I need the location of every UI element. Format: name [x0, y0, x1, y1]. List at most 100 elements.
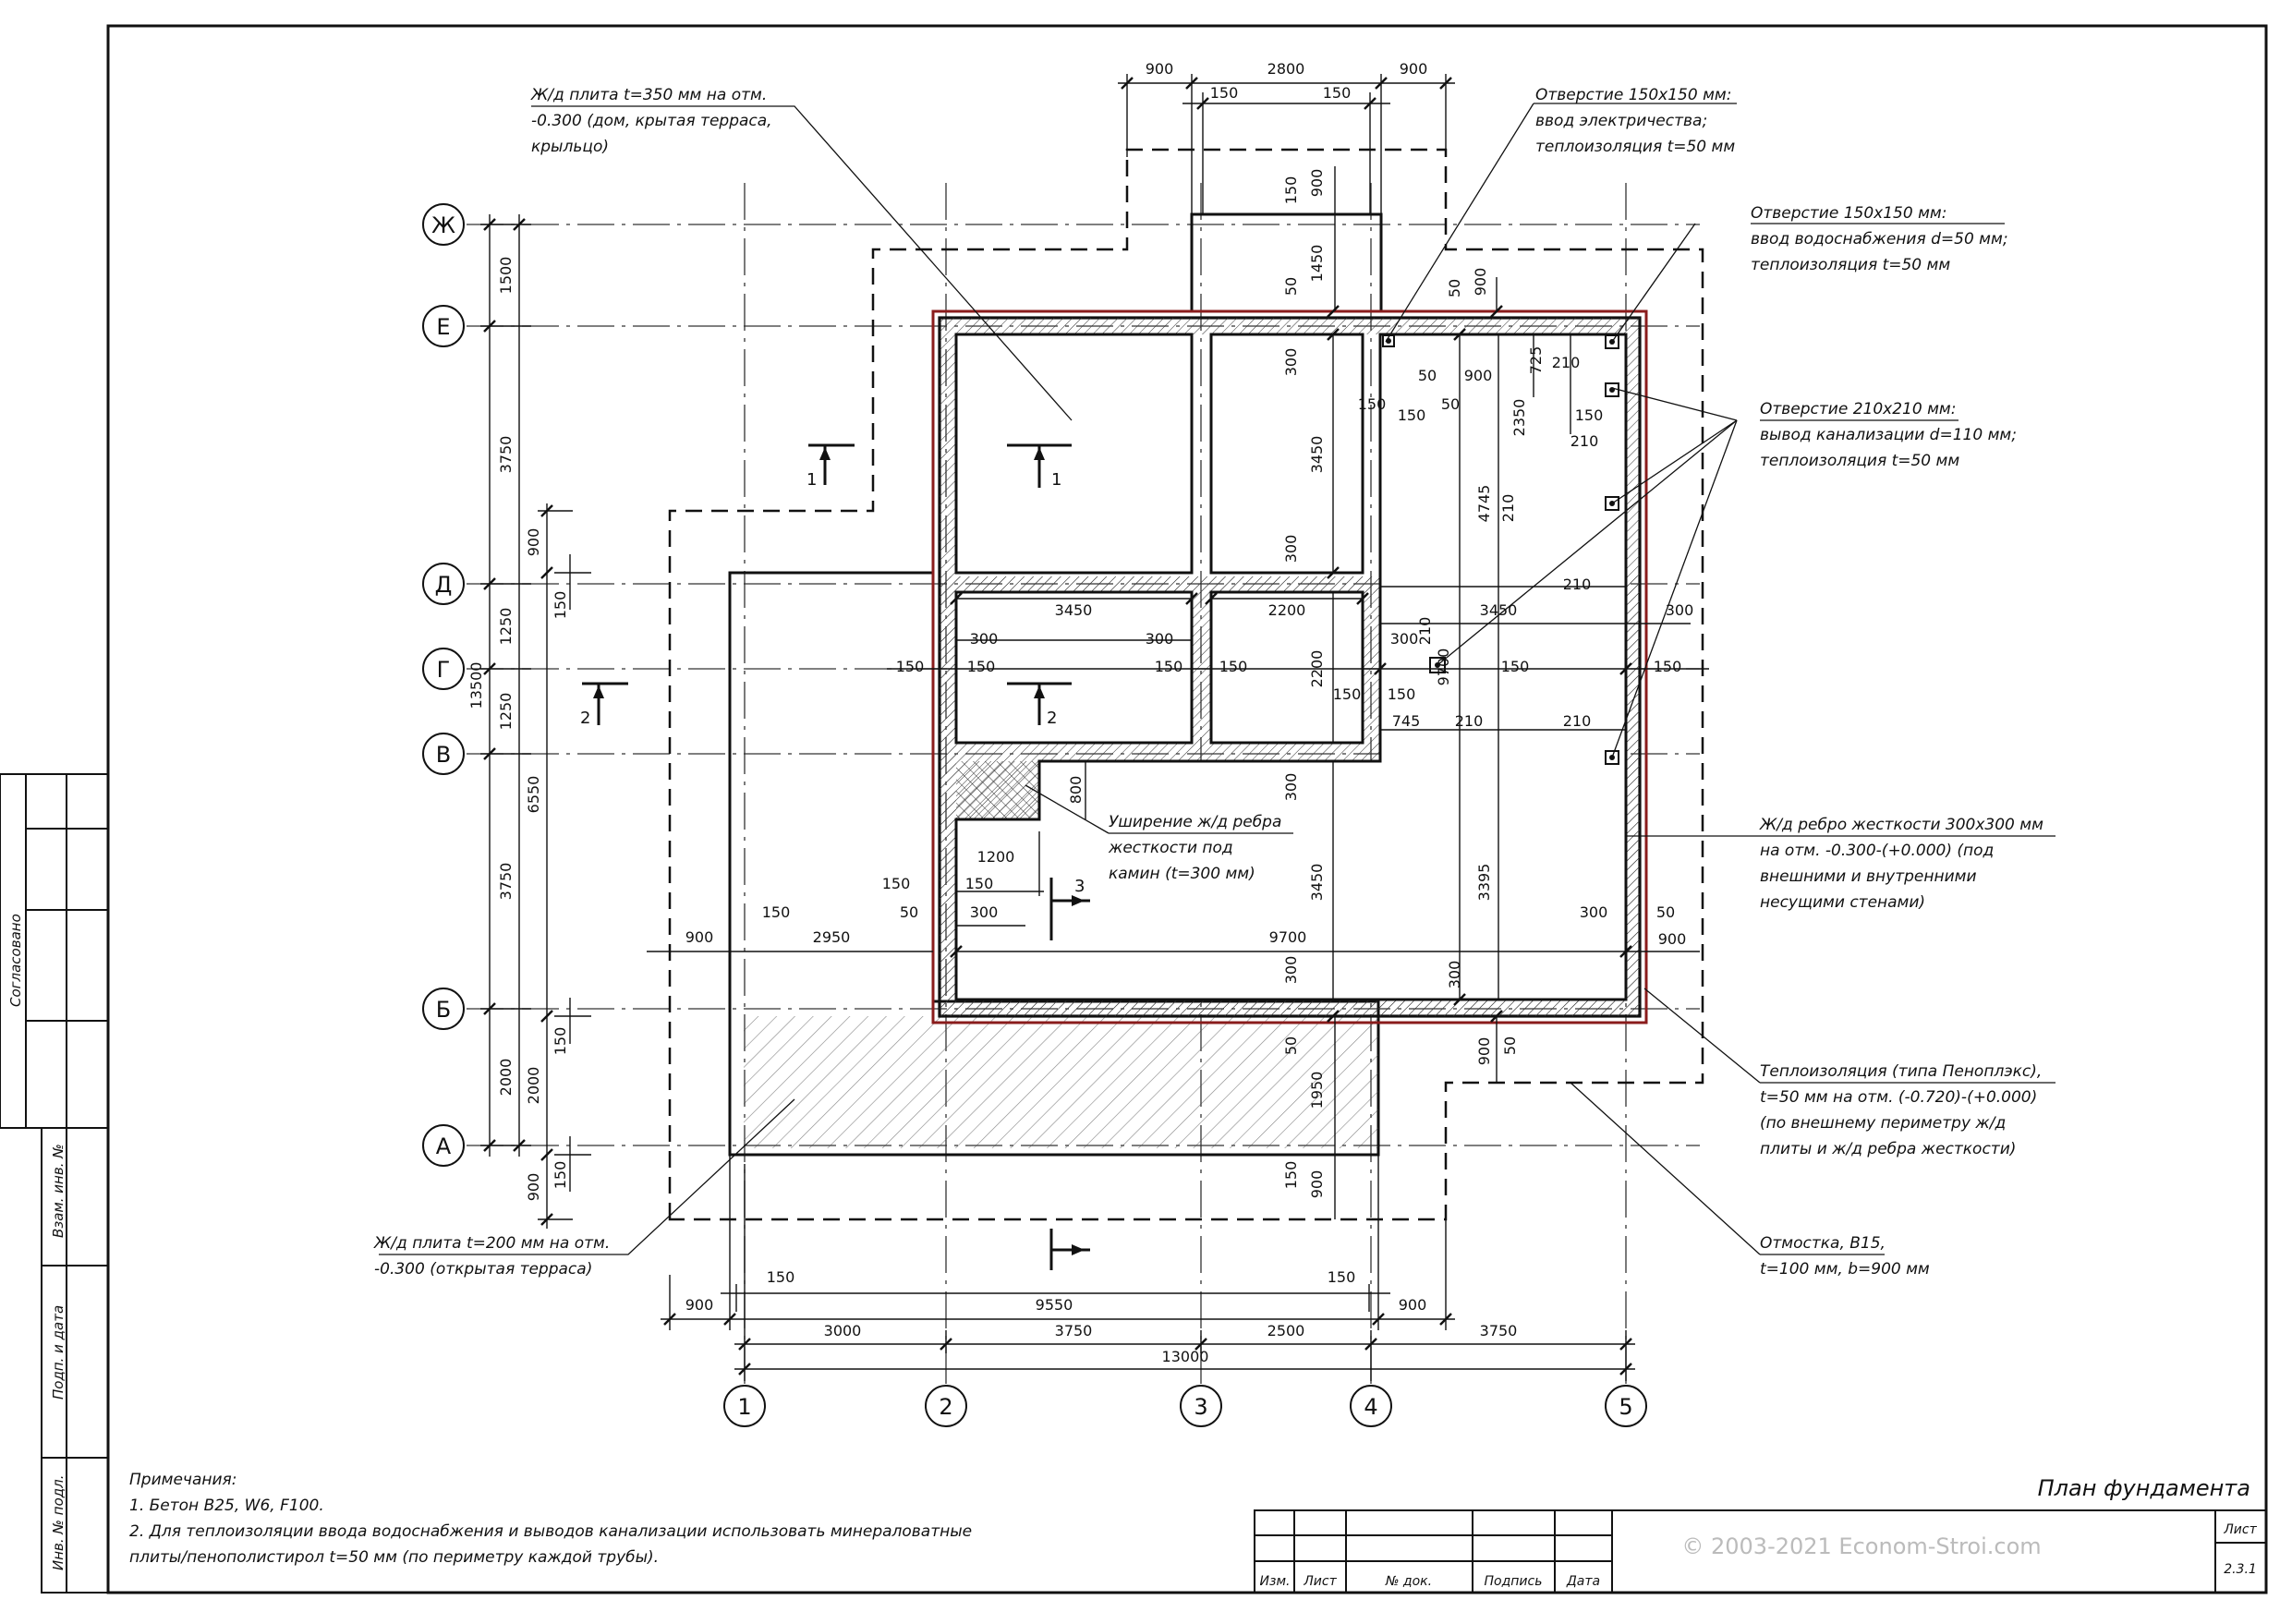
dim-bottom-9550: 9550	[1036, 1296, 1073, 1314]
axis-col-4: 4	[1364, 1394, 1377, 1420]
dim-left-150-c: 150	[552, 1161, 569, 1190]
left-stamp	[0, 773, 109, 1594]
callout-sewer-line2: вывод канализации d=110 мм;	[1760, 426, 2017, 444]
dim-900-right: 900	[1658, 930, 1687, 948]
dim-300-i: 300	[1282, 773, 1300, 802]
section-arrows	[593, 447, 1085, 1255]
dim-900-c: 900	[1472, 268, 1489, 297]
dim-300-a: 300	[970, 630, 999, 648]
dim-150-f: 150	[1333, 685, 1362, 703]
dim-745: 745	[1392, 712, 1421, 730]
dim-left-1500: 1500	[497, 257, 515, 295]
tb-doc: № док.	[1385, 1574, 1432, 1589]
dim-150-m: 150	[1501, 658, 1530, 675]
dim-150-h: 150	[1575, 406, 1604, 424]
dim-50-b: 50	[1656, 903, 1675, 921]
callout-insulation-line2: t=50 мм на отм. (-0.720)-(+0.000)	[1760, 1088, 2037, 1107]
axis-col-5: 5	[1619, 1394, 1632, 1420]
open-terrace-hatch	[744, 1016, 1378, 1148]
dim-900-left: 900	[685, 928, 714, 946]
callout-water-line3: теплоизоляция t=50 мм	[1751, 256, 1950, 274]
dim-2950: 2950	[813, 928, 851, 946]
dim-300-g: 300	[1446, 961, 1463, 989]
replacement-inv-label: Взам. инв. №	[50, 1144, 67, 1238]
callout-fireplace-line1: Уширение ж/д ребра	[1109, 813, 1281, 831]
sign-date-label: Подп. и дата	[50, 1305, 67, 1400]
dim-150-d: 150	[1219, 658, 1248, 675]
dim-300-b: 300	[1146, 630, 1174, 648]
dim-300-c-right: 300	[1390, 630, 1419, 648]
dim-top-900-left: 900	[1146, 60, 1174, 78]
callout-insulation-line3: (по внешнему периметру ж/д	[1760, 1114, 2006, 1133]
dimension-ticks	[483, 77, 1632, 1376]
section-1-label-b: 1	[1051, 470, 1061, 490]
callout-rib-line1: Ж/д ребро жесткости 300х300 мм	[1759, 816, 2043, 834]
callout-water-line2: ввод водоснабжения d=50 мм;	[1751, 230, 2008, 248]
note-2-line1: 2. Для теплоизоляции ввода водоснабжения…	[129, 1522, 972, 1541]
tb-sheet-number: 2.3.1	[2224, 1562, 2257, 1577]
dim-900-d: 900	[1308, 1170, 1326, 1199]
agreed-label: Согласовано	[7, 914, 24, 1007]
dim-3395: 3395	[1475, 864, 1493, 902]
dim-50-e: 50	[1501, 1036, 1519, 1055]
axis-row-g: Г	[437, 657, 451, 683]
dim-50-top: 50	[1282, 277, 1300, 296]
callout-rib-line4: несущими стенами)	[1760, 893, 1925, 912]
dim-left-6550: 6550	[525, 776, 542, 814]
callout-electric-line1: Отверстие 150х150 мм:	[1535, 86, 1731, 104]
callout-sewer-line3: теплоизоляция t=50 мм	[1760, 452, 1959, 470]
dim-bottom-2500: 2500	[1267, 1322, 1305, 1339]
dim-left-3750-bottom: 3750	[497, 863, 515, 901]
callout-slab-200-line1: Ж/д плита t=200 мм на отм.	[373, 1234, 610, 1253]
dim-bottom-150-left: 150	[767, 1268, 795, 1286]
callout-blind-area-line1: Отмостка, В15,	[1760, 1234, 1886, 1253]
dim-210-a: 210	[1455, 712, 1484, 730]
dim-50-d: 50	[1282, 1036, 1300, 1055]
col-axis-markers	[723, 1385, 1647, 1427]
dim-50-a: 50	[900, 903, 918, 921]
dim-left-150-a: 150	[552, 591, 569, 620]
dim-top-2800: 2800	[1267, 60, 1305, 78]
dim-210-b: 210	[1563, 712, 1592, 730]
dim-left-900-top: 900	[525, 528, 542, 557]
tb-list: Лист	[1303, 1574, 1337, 1589]
dim-bottom-3000: 3000	[824, 1322, 862, 1339]
callout-slab-350-line2: -0.300 (дом, крытая терраса,	[531, 112, 772, 130]
dim-900-top-v: 900	[1308, 169, 1326, 198]
opening-dots	[1386, 338, 1615, 760]
dim-bottom-150-right: 150	[1328, 1268, 1356, 1286]
callout-rib-line3: внешними и внутренними	[1760, 867, 1977, 886]
dim-2200-cell: 2200	[1268, 601, 1306, 619]
callout-electric-line3: теплоизоляция t=50 мм	[1535, 138, 1735, 156]
dim-1450: 1450	[1308, 245, 1326, 283]
axis-col-3: 3	[1194, 1394, 1207, 1420]
dim-9700-horizontal: 9700	[1269, 928, 1307, 946]
section-2-label-b: 2	[1047, 709, 1057, 728]
dim-left-13500: 13500	[467, 662, 485, 709]
dim-3450-cell: 3450	[1055, 601, 1093, 619]
dim-300-e: 300	[1282, 535, 1300, 564]
callout-slab-200-line2: -0.300 (открытая терраса)	[374, 1260, 592, 1279]
fireplace-widening	[956, 761, 1039, 819]
dim-top-150-right: 150	[1323, 84, 1352, 102]
dim-725: 725	[1527, 346, 1545, 375]
tb-date: Дата	[1566, 1574, 1600, 1589]
dim-1950: 1950	[1308, 1072, 1326, 1109]
section-2-label-a: 2	[580, 709, 590, 728]
dim-50-g: 50	[1441, 395, 1460, 413]
dim-150-e2: 150	[1282, 1161, 1300, 1190]
dim-top-150-left: 150	[1210, 84, 1239, 102]
dim-900-e: 900	[1475, 1037, 1493, 1066]
dim-left-3750-top: 3750	[497, 436, 515, 474]
dim-top-900-right: 900	[1400, 60, 1428, 78]
dim-150-a: 150	[896, 658, 925, 675]
callout-slab-350-line3: крыльцо)	[531, 138, 609, 156]
rib-cells	[954, 333, 1364, 745]
callout-rib-line2: на отм. -0.300-(+0.000) (под	[1760, 842, 1994, 860]
dim-150-c: 150	[1155, 658, 1183, 675]
dim-50-f: 50	[1418, 367, 1437, 384]
dim-300-d: 300	[1282, 348, 1300, 377]
tb-izm: Изм.	[1260, 1574, 1291, 1589]
